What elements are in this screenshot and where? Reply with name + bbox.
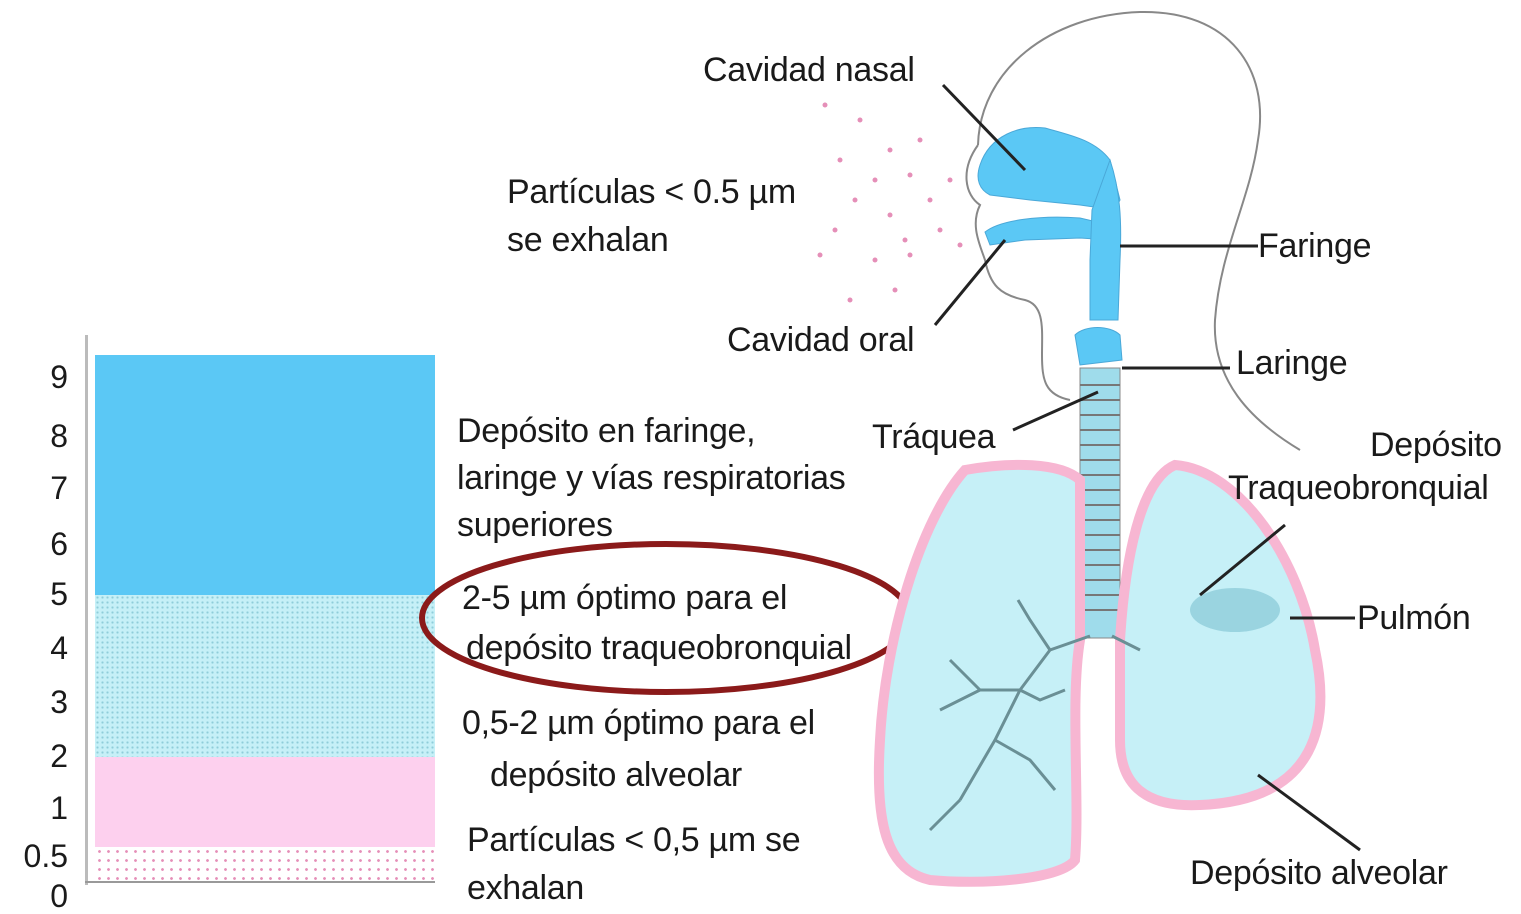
band-upper-airway [95,355,435,595]
tick-label: 5 [8,578,68,610]
tick-label: 0 [8,880,68,912]
tick-label: 6 [8,528,68,560]
tick-label: 2 [8,740,68,772]
upper-airway-text-1: Depósito en faringe, [457,411,755,452]
tick-label: 7 [8,472,68,504]
label-deposito: Depósito [1370,425,1502,466]
trachea [1080,368,1120,638]
band-exhaled [95,847,435,881]
label-deposito-alveolar: Depósito alveolar [1190,853,1448,894]
tick-label: 8 [8,420,68,452]
right-lung [1120,465,1320,805]
alveolar-text-2: depósito alveolar [490,755,742,796]
label-laringe: Laringe [1236,343,1347,384]
tick-label: 1 [8,792,68,824]
left-lung [879,465,1080,882]
tracheobronchial-shade [1190,588,1280,632]
larynx [1075,328,1122,366]
exhaled-text-2: exhalan [467,868,584,909]
tick-label: 0.5 [8,840,68,872]
alveolar-text-1: 0,5-2 µm óptimo para el [462,703,815,744]
label-cavidad-nasal: Cavidad nasal [703,50,915,91]
label-traqueobronquial: Traqueobronquial [1228,468,1488,509]
label-exhale-1: Partículas < 0.5 µm [507,172,796,213]
label-pulmon: Pulmón [1357,598,1470,639]
tick-label: 3 [8,686,68,718]
label-faringe: Faringe [1258,226,1371,267]
scale-axis [85,335,88,885]
tick-label: 9 [8,361,68,393]
band-tracheobronchial [95,595,435,757]
label-cavidad-oral: Cavidad oral [727,320,914,361]
tick-label: 4 [8,632,68,664]
label-exhale-2: se exhalan [507,220,668,261]
scale-baseline [85,881,435,883]
exhaled-particles [818,103,963,303]
label-traquea: Tráquea [872,417,995,458]
band-alveolar [95,757,435,847]
exhaled-text-1: Partículas < 0,5 µm se [467,820,800,861]
